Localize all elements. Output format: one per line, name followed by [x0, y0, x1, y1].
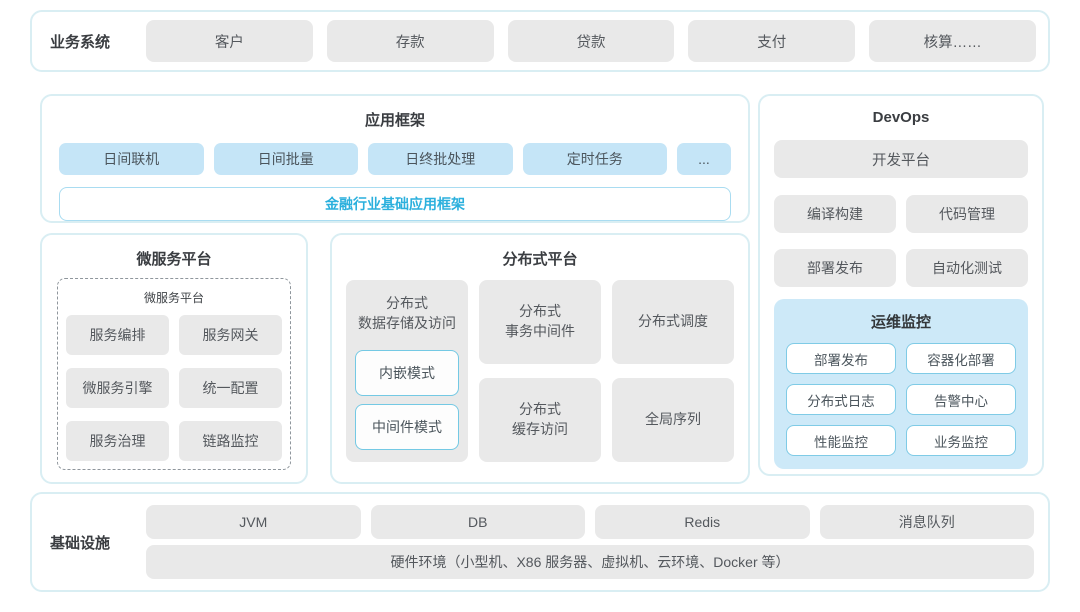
microservice-item-orchestration: 服务编排: [66, 315, 169, 355]
ops-item-alert-center: 告警中心: [906, 384, 1016, 415]
infrastructure-panel: 基础设施 JVM DB Redis 消息队列 硬件环境（小型机、X86 服务器、…: [30, 492, 1050, 592]
ops-monitor-title: 运维监控: [870, 314, 931, 331]
microservice-item-gateway: 服务网关: [179, 315, 282, 355]
base-framework-bar: 金融行业基础应用框架: [59, 187, 731, 221]
microservice-item-trace-monitor: 链路监控: [179, 421, 282, 461]
middle-bottom-row: 微服务平台 微服务平台 服务编排 服务网关 微服务引擎 统一配置 服务治理 链路…: [40, 233, 750, 484]
distributed-title: 分布式平台: [502, 251, 578, 268]
microservice-item-unified-config: 统一配置: [179, 368, 282, 408]
distributed-storage-box: 分布式 数据存储及访问 内嵌模式 中间件模式: [346, 280, 468, 462]
app-framework-items: 日间联机 日间批量 日终批处理 定时任务 ...: [59, 143, 731, 175]
devops-items: 编译构建 代码管理 部署发布 自动化测试: [774, 195, 1028, 287]
business-systems-items: 客户 存款 贷款 支付 核算……: [146, 20, 1036, 62]
infrastructure-content: JVM DB Redis 消息队列 硬件环境（小型机、X86 服务器、虚拟机、云…: [146, 505, 1034, 579]
distributed-cell-cache-access: 分布式 缓存访问: [479, 378, 601, 462]
app-framework-title: 应用框架: [364, 112, 425, 129]
ops-item-container-deploy: 容器化部署: [906, 343, 1016, 374]
business-systems-label: 业务系统: [50, 33, 111, 51]
distributed-storage-label: 分布式 数据存储及访问: [358, 295, 456, 331]
distributed-cell-tx-middleware: 分布式 事务中间件: [479, 280, 601, 364]
ops-monitor-items: 部署发布 容器化部署 分布式日志 告警中心 性能监控 业务监控: [786, 343, 1016, 456]
ops-item-distributed-log: 分布式日志: [786, 384, 896, 415]
microservice-inner-title: 微服务平台: [143, 291, 204, 305]
hardware-env-bar: 硬件环境（小型机、X86 服务器、虚拟机、云环境、Docker 等）: [146, 545, 1034, 579]
business-system-item-loan: 贷款: [507, 20, 675, 62]
devops-panel: DevOps 开发平台 编译构建 代码管理 部署发布 自动化测试 运维监控 部署…: [758, 94, 1044, 476]
microservice-inner-group: 微服务平台 服务编排 服务网关 微服务引擎 统一配置 服务治理 链路监控: [57, 278, 291, 470]
storage-mode-middleware: 中间件模式: [355, 404, 459, 451]
middle-area: 应用框架 日间联机 日间批量 日终批处理 定时任务 ... 金融行业基础应用框架…: [40, 94, 1044, 484]
app-framework-panel: 应用框架 日间联机 日间批量 日终批处理 定时任务 ... 金融行业基础应用框架: [40, 94, 750, 223]
microservice-title: 微服务平台: [136, 251, 212, 268]
devops-item-auto-test: 自动化测试: [906, 249, 1028, 287]
infrastructure-item-mq: 消息队列: [819, 505, 1034, 539]
app-framework-item-daytime-online: 日间联机: [59, 143, 204, 175]
distributed-grid: 分布式 数据存储及访问 内嵌模式 中间件模式 分布式 事务中间件 分布式调度 分…: [346, 280, 734, 462]
middle-left-column: 应用框架 日间联机 日间批量 日终批处理 定时任务 ... 金融行业基础应用框架…: [40, 94, 750, 484]
distributed-cell-global-sequence: 全局序列: [612, 378, 734, 462]
ops-item-perf-monitor: 性能监控: [786, 425, 896, 456]
infrastructure-items: JVM DB Redis 消息队列: [146, 505, 1034, 539]
distributed-panel: 分布式平台 分布式 数据存储及访问 内嵌模式 中间件模式 分布式 事务中间件 分…: [330, 233, 750, 484]
microservice-item-governance: 服务治理: [66, 421, 169, 461]
business-system-item-payment: 支付: [688, 20, 856, 62]
devops-item-code-mgmt: 代码管理: [906, 195, 1028, 233]
business-system-item-accounting: 核算……: [869, 20, 1036, 62]
microservice-panel: 微服务平台 微服务平台 服务编排 服务网关 微服务引擎 统一配置 服务治理 链路…: [40, 233, 308, 484]
business-systems-panel: 业务系统 客户 存款 贷款 支付 核算……: [30, 10, 1050, 72]
business-system-item-customer: 客户: [146, 20, 313, 62]
app-framework-item-more: ...: [677, 143, 731, 175]
business-system-item-deposit: 存款: [326, 20, 494, 62]
devops-dev-platform-box: 开发平台: [774, 140, 1028, 178]
infrastructure-item-jvm: JVM: [146, 505, 361, 539]
app-framework-item-daytime-batch: 日间批量: [213, 143, 358, 175]
app-framework-item-eod-batch: 日终批处理: [368, 143, 513, 175]
infrastructure-item-redis: Redis: [595, 505, 810, 539]
devops-item-deploy-release: 部署发布: [774, 249, 896, 287]
app-framework-item-scheduled-task: 定时任务: [522, 143, 667, 175]
devops-title: DevOps: [872, 109, 930, 126]
ops-item-deploy-release: 部署发布: [786, 343, 896, 374]
infrastructure-label: 基础设施: [50, 534, 111, 552]
microservice-item-engine: 微服务引擎: [66, 368, 169, 408]
ops-monitor-panel: 运维监控 部署发布 容器化部署 分布式日志 告警中心 性能监控 业务监控: [774, 299, 1028, 469]
distributed-cell-scheduler: 分布式调度: [612, 280, 734, 364]
microservice-items: 服务编排 服务网关 微服务引擎 统一配置 服务治理 链路监控: [66, 315, 282, 461]
devops-item-build: 编译构建: [774, 195, 896, 233]
infrastructure-item-db: DB: [370, 505, 585, 539]
storage-mode-embedded: 内嵌模式: [355, 350, 459, 397]
ops-item-business-monitor: 业务监控: [906, 425, 1016, 456]
